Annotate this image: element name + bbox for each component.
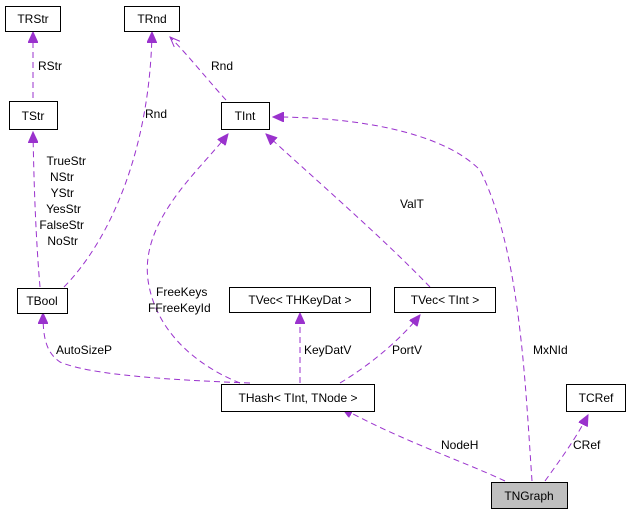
node-thash[interactable]: THash< TInt, TNode > xyxy=(221,384,375,412)
edge-tbool-tstr xyxy=(33,132,41,288)
node-tbool-label: TBool xyxy=(26,294,57,308)
node-tbool[interactable]: TBool xyxy=(17,288,68,314)
edge-label-nodeh: NodeH xyxy=(441,438,478,452)
edge-label-falsestr: FalseStr xyxy=(39,218,84,232)
edge-label-autosizep: AutoSizeP xyxy=(56,343,112,357)
node-thash-label: THash< TInt, TNode > xyxy=(239,391,358,405)
edge-tngraph-thash xyxy=(342,408,506,482)
edge-label-tbool-strs: TrueStr NStr YStr YesStr FalseStr NoStr xyxy=(39,154,86,248)
edge-label-rnd-tint: Rnd xyxy=(211,59,233,73)
edge-label-ystr: YStr xyxy=(51,186,74,200)
node-tvec-thkeydat[interactable]: TVec< THKeyDat > xyxy=(229,287,371,313)
node-tngraph[interactable]: TNGraph xyxy=(491,482,568,509)
node-tint[interactable]: TInt xyxy=(221,102,270,130)
node-trnd[interactable]: TRnd xyxy=(124,6,180,32)
edge-label-nostr: NoStr xyxy=(47,234,78,248)
edge-label-cref: CRef xyxy=(573,438,601,452)
edge-tngraph-tint xyxy=(273,117,533,482)
node-tvec-tint-label: TVec< TInt > xyxy=(411,293,479,307)
edge-tbool-trnd xyxy=(63,32,152,288)
edge-label-yesstr: YesStr xyxy=(46,202,81,216)
edge-label-ffreekeyid: FFreeKeyId xyxy=(148,301,211,315)
edge-thash-tbool xyxy=(43,313,251,384)
edge-tngraph-tcref xyxy=(544,415,588,482)
edge-label-rstr: RStr xyxy=(38,59,62,73)
edge-thash-tvec-tint xyxy=(339,315,420,384)
node-trstr[interactable]: TRStr xyxy=(5,6,61,32)
node-tcref[interactable]: TCRef xyxy=(566,384,626,412)
edge-label-valt: ValT xyxy=(400,197,424,211)
edge-label-rnd-tbool: Rnd xyxy=(145,107,167,121)
node-tcref-label: TCRef xyxy=(579,391,614,405)
edge-label-freekeys: FreeKeys xyxy=(156,285,207,299)
edge-tint-trnd xyxy=(170,37,227,101)
node-tvec-thkeydat-label: TVec< THKeyDat > xyxy=(248,293,351,307)
edge-tvec-tint-tint xyxy=(266,134,431,288)
edge-label-keydatv: KeyDatV xyxy=(304,343,351,357)
node-tstr-label: TStr xyxy=(22,109,45,123)
node-tint-label: TInt xyxy=(235,109,256,123)
node-tngraph-label: TNGraph xyxy=(504,489,553,503)
edge-label-portv: PortV xyxy=(392,343,422,357)
node-tstr[interactable]: TStr xyxy=(9,101,58,130)
node-trstr-label: TRStr xyxy=(17,12,48,26)
node-tvec-tint[interactable]: TVec< TInt > xyxy=(394,287,496,313)
edge-label-truestr: TrueStr xyxy=(46,154,86,168)
edge-label-nstr: NStr xyxy=(50,170,74,184)
node-trnd-label: TRnd xyxy=(137,12,166,26)
edge-label-mxnid: MxNId xyxy=(533,343,568,357)
edge-thash-tint xyxy=(146,134,241,384)
